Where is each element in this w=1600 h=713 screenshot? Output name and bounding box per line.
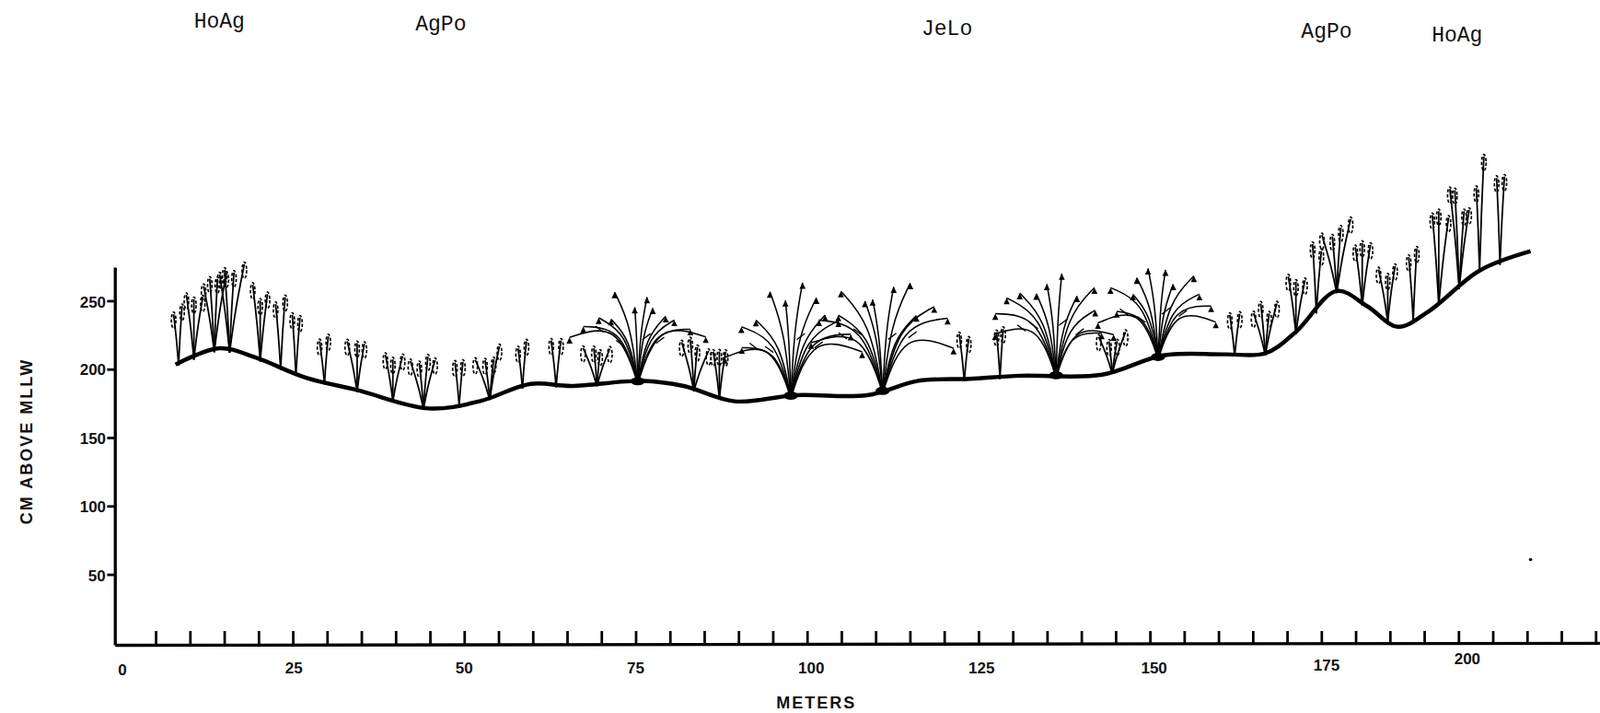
tick-label: 125 — [968, 659, 995, 675]
x-axis — [115, 642, 1600, 645]
tick-label: 100 — [798, 659, 824, 675]
zone-label: HoAg — [1431, 24, 1483, 47]
tick-label: 200 — [1454, 649, 1481, 666]
tick-label: 250 — [80, 294, 106, 311]
y-axis — [114, 266, 117, 645]
ground-profile — [175, 251, 1531, 409]
axis-ticks — [106, 301, 1596, 644]
tick-label: 0 — [117, 661, 127, 678]
tick-label: 75 — [626, 659, 645, 675]
tick-label: 175 — [1313, 656, 1340, 673]
zone-label: HoAg — [194, 11, 245, 34]
axis-title: METERS — [776, 694, 857, 711]
zone-label: JeLo — [921, 19, 973, 41]
stray-dot — [1529, 557, 1533, 562]
zone-label: AgPo — [1300, 22, 1352, 44]
tick-label: 150 — [80, 429, 106, 446]
tick-label: 200 — [80, 361, 106, 378]
tick-label: 50 — [88, 568, 106, 584]
tick-label: 150 — [1140, 659, 1167, 675]
tick-label: 25 — [285, 659, 303, 675]
tick-label: 100 — [80, 498, 106, 514]
tick-label: 50 — [455, 659, 474, 675]
vegetation — [171, 154, 1507, 409]
axis-title: CM ABOVE MLLW — [18, 358, 35, 524]
zone-label: AgPo — [415, 13, 466, 35]
